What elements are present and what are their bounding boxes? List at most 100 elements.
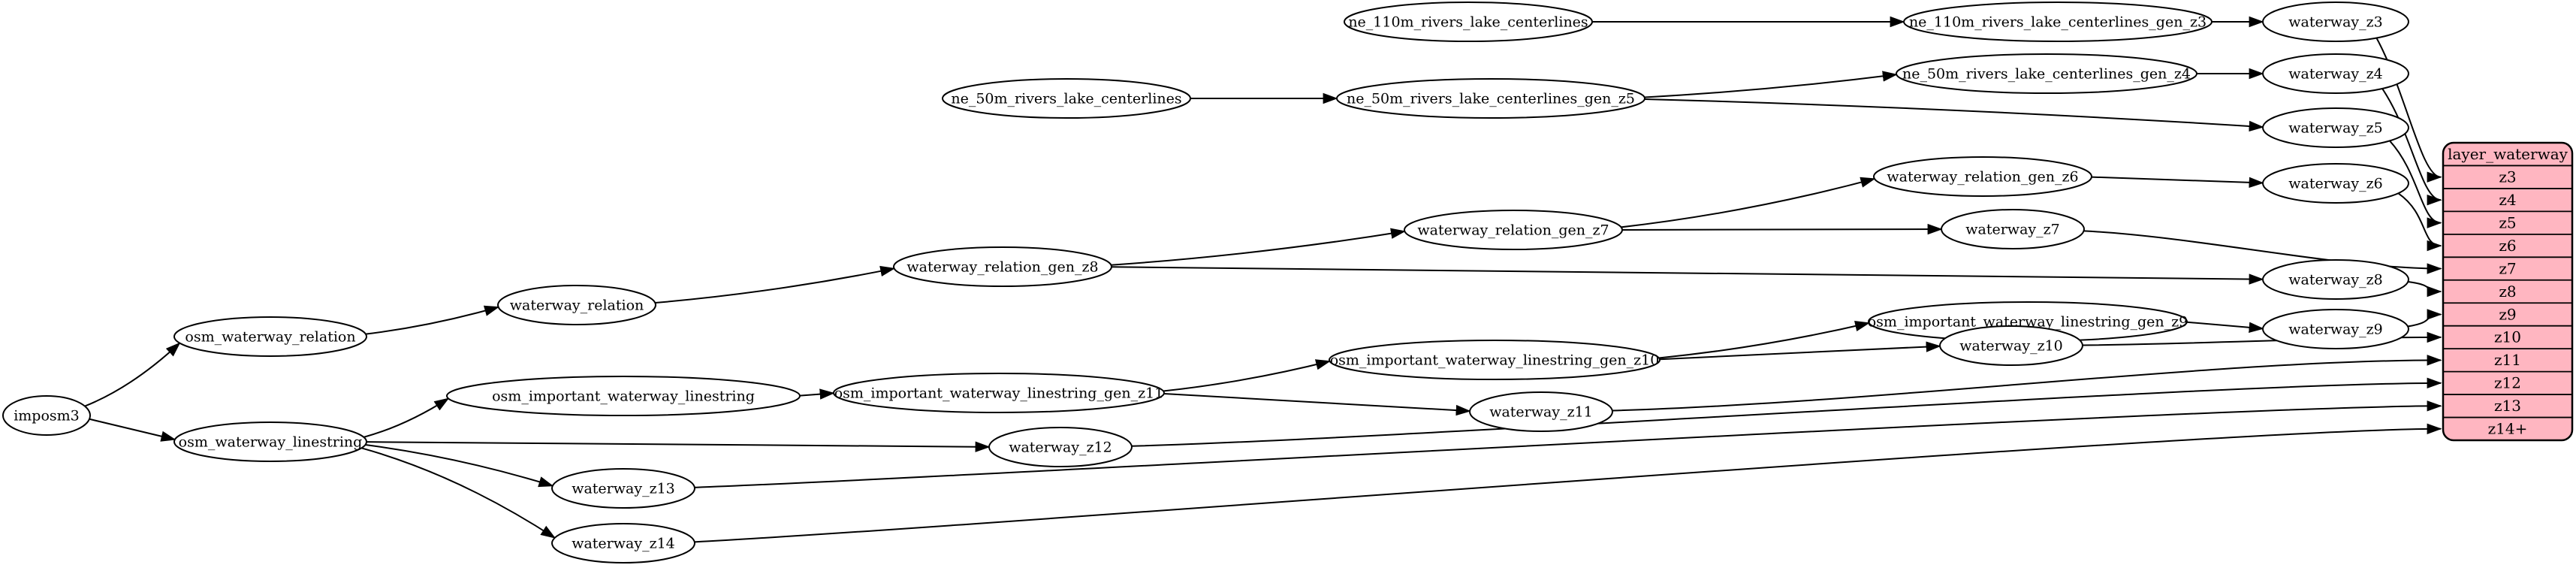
node-ellipse (1939, 325, 2083, 366)
node-waterway_z4: waterway_z4 (2262, 53, 2409, 94)
node-ellipse (2, 395, 91, 436)
node-ellipse (1329, 340, 1661, 380)
node-waterway_z5: waterway_z5 (2262, 107, 2409, 148)
node-ellipse (497, 285, 656, 325)
node-label: waterway_relation_gen_z7 (1417, 222, 1609, 238)
node-ellipse (551, 468, 695, 509)
node-label: waterway_z14 (572, 535, 675, 551)
node-waterway_z9: waterway_z9 (2262, 309, 2409, 349)
node-label: ne_50m_rivers_lake_centerlines_gen_z4 (1902, 65, 2191, 82)
node-waterway_relation_gen_z8: waterway_relation_gen_z8 (893, 246, 1112, 287)
node-osm_waterway_linestring: osm_waterway_linestring (173, 421, 367, 462)
record-row-z4: z4 (2499, 191, 2516, 209)
edge-waterway_z14-to-layer_waterway-z14+ (694, 423, 2442, 543)
node-ne_50m_rivers_lake_centerlines_gen_z5: ne_50m_rivers_lake_centerlines_gen_z5 (1336, 78, 1645, 119)
node-waterway_z12: waterway_z12 (988, 427, 1133, 467)
edge-waterway_relation_gen_z7-to-waterway_z7 (1621, 223, 1943, 235)
node-label: waterway_z5 (2288, 119, 2382, 136)
record-box (2442, 141, 2574, 442)
edge-waterway_relation-to-waterway_relation_gen_z8 (655, 265, 896, 304)
node-ellipse (2262, 2, 2409, 42)
edge-waterway_z6-to-layer_waterway-z6 (2397, 192, 2442, 252)
edge-waterway_z7-to-layer_waterway-z7 (2083, 230, 2442, 274)
node-ellipse (1344, 2, 1593, 42)
edge-ne_50m_rivers_lake_centerlines_gen_z5-to-waterway_z5 (1644, 98, 2264, 132)
edge-osm_important_waterway_linestring_gen_z10-to-waterway_z10 (1659, 341, 1941, 361)
node-waterway_relation: waterway_relation (497, 285, 656, 325)
edge-waterway_relation_gen_z6-to-waterway_z6 (2091, 176, 2264, 189)
node-ellipse (2262, 309, 2409, 349)
edge-ne_50m_rivers_lake_centerlines_gen_z5-to-ne_50m_rivers_lake_centerlines_gen_z4 (1644, 71, 1898, 98)
node-label: osm_important_waterway_linestring (492, 388, 755, 404)
edge-imposm3-to-osm_waterway_relation (84, 342, 181, 407)
node-ellipse (1336, 78, 1645, 119)
node-label: ne_50m_rivers_lake_centerlines_gen_z5 (1347, 90, 1635, 107)
node-label: waterway_z12 (1009, 439, 1112, 455)
edge-waterway_z4-to-layer_waterway-z4 (2381, 88, 2442, 206)
edge-waterway_z9-to-layer_waterway-z9 (2407, 309, 2442, 328)
node-ellipse (988, 427, 1133, 467)
edge-waterway_relation_gen_z7-to-waterway_relation_gen_z6 (1621, 177, 1876, 228)
node-label: waterway_z4 (2288, 65, 2382, 82)
edge-waterway_z8-to-layer_waterway-z8 (2408, 280, 2442, 298)
node-imposm3: imposm3 (2, 395, 91, 436)
node-ellipse (893, 246, 1112, 287)
edge-waterway_z12-to-layer_waterway-z12 (1131, 377, 2442, 447)
node-label: ne_50m_rivers_lake_centerlines (951, 90, 1181, 107)
node-osm_waterway_relation: osm_waterway_relation (173, 316, 367, 357)
node-ellipse (942, 78, 1191, 119)
node-osm_important_waterway_linestring_gen_z9: osm_important_waterway_linestring_gen_z9 (1868, 301, 2188, 342)
node-ne_110m_rivers_lake_centerlines_gen_z3: ne_110m_rivers_lake_centerlines_gen_z3 (1903, 2, 2213, 42)
record-row-z13: z13 (2494, 397, 2521, 415)
edge-osm_important_waterway_linestring_gen_z10-to-osm_important_waterway_linestring_gen_z9 (1658, 321, 1871, 359)
nodes-layer: imposm3 osm_waterway_relation osm_waterway… (2, 2, 2409, 563)
record-row-z5: z5 (2499, 213, 2516, 231)
node-ellipse (1903, 2, 2213, 42)
record-layer_waterway: layer_waterwayz3z4z5z6z7z8z9z10z11z12z13… (2442, 141, 2574, 442)
node-label: imposm3 (14, 407, 80, 424)
node-label: ne_110m_rivers_lake_centerlines_gen_z3 (1909, 14, 2206, 30)
edge-waterway_z13-to-layer_waterway-z13 (694, 400, 2442, 488)
record-row-z6: z6 (2499, 237, 2516, 255)
node-label: waterway_z3 (2288, 14, 2382, 30)
node-label: waterway_relation (510, 297, 644, 313)
node-waterway_z8: waterway_z8 (2262, 259, 2409, 300)
edge-osm_important_waterway_linestring_gen_z11-to-osm_important_waterway_linestring_gen_z10 (1163, 359, 1332, 392)
record-row-z9: z9 (2499, 305, 2516, 323)
node-waterway_z11: waterway_z11 (1469, 391, 1613, 432)
node-ellipse (2262, 163, 2409, 204)
record-title: layer_waterway (2448, 145, 2568, 163)
node-label: waterway_z13 (572, 480, 675, 497)
node-ellipse (2262, 53, 2409, 94)
node-label: osm_important_waterway_linestring_gen_z1… (1330, 352, 1660, 368)
node-label: waterway_z7 (1965, 221, 2059, 237)
record-row-z8: z8 (2499, 282, 2516, 301)
node-ellipse (833, 373, 1165, 413)
node-ellipse (173, 316, 367, 357)
node-ellipse (173, 421, 367, 462)
node-ellipse (1404, 210, 1623, 250)
node-waterway_z7: waterway_z7 (1941, 209, 2085, 249)
node-label: waterway_relation_gen_z6 (1887, 168, 2078, 185)
node-label: waterway_z6 (2288, 175, 2382, 192)
edge-imposm3-to-osm_waterway_linestring (89, 418, 176, 442)
edge-osm_waterway_linestring-to-osm_important_waterway_linestring (363, 397, 450, 438)
record-row-z3: z3 (2499, 168, 2516, 186)
record-row-z11: z11 (2494, 351, 2521, 369)
node-ellipse (446, 376, 801, 416)
node-ellipse (551, 523, 695, 563)
node-ellipse (2262, 259, 2409, 300)
node-ne_50m_rivers_lake_centerlines_gen_z4: ne_50m_rivers_lake_centerlines_gen_z4 (1896, 53, 2197, 94)
node-ellipse (1896, 53, 2197, 94)
edge-osm_important_waterway_linestring-to-osm_important_waterway_linestring_gen_z11 (799, 388, 835, 400)
node-waterway_relation_gen_z7: waterway_relation_gen_z7 (1404, 210, 1623, 250)
record-row-z10: z10 (2494, 328, 2521, 346)
node-waterway_z10: waterway_z10 (1939, 325, 2083, 366)
node-label: osm_important_waterway_linestring_gen_z1… (834, 385, 1164, 401)
node-ellipse (2262, 107, 2409, 148)
node-label: waterway_z10 (1959, 337, 2063, 354)
edge-osm_important_waterway_linestring_gen_z9-to-waterway_z9 (2186, 321, 2264, 333)
edge-waterway_relation_gen_z8-to-waterway_z8 (1111, 266, 2264, 285)
